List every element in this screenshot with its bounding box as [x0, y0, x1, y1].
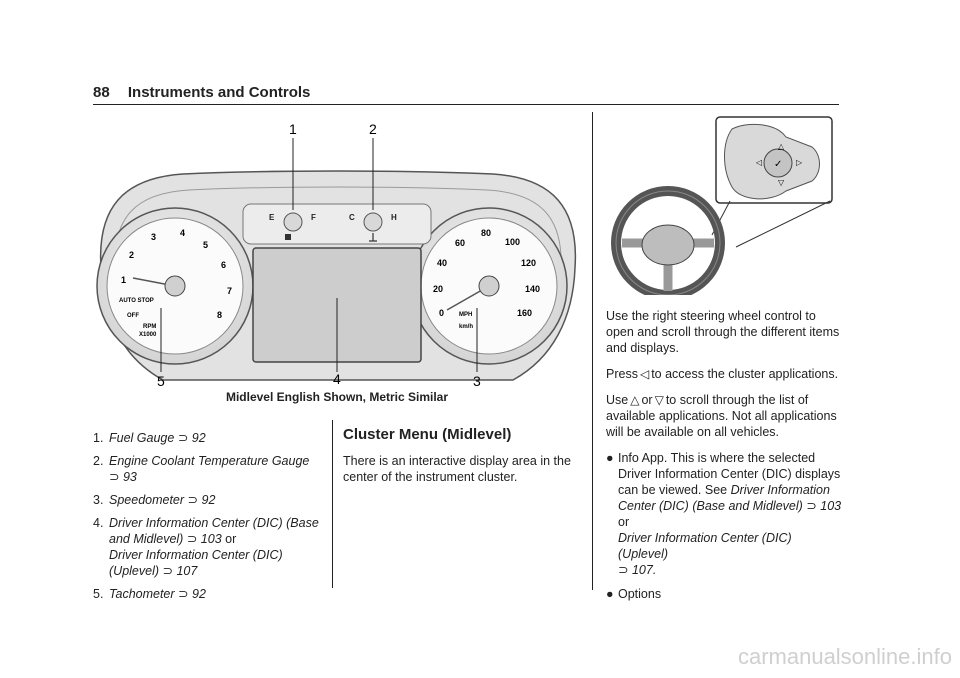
callout-3: 3 [473, 373, 481, 388]
section-body: There is an interactive display area in … [343, 454, 571, 484]
speed-tick: 40 [437, 258, 447, 268]
tach-tick: 6 [221, 260, 226, 270]
page-ref-icon: ⊃ [162, 564, 173, 578]
legend-link-speedometer[interactable]: Speedometer [109, 493, 185, 507]
speed-tick: 100 [505, 237, 520, 247]
list-item: ● Options [606, 587, 662, 601]
tach-tick: 8 [217, 310, 222, 320]
speed-tick: 160 [517, 308, 532, 318]
fuel-full-label: F [311, 213, 316, 222]
bullet-icon: ● [606, 587, 614, 601]
legend-link-tachometer[interactable]: Tachometer [109, 587, 175, 601]
instrument-cluster-illustration: E F C H 1 2 3 4 5 6 7 8 AUTO STOP OFF RP… [96, 121, 577, 388]
callout-2: 2 [369, 121, 377, 137]
speed-tick: 80 [481, 228, 491, 238]
callout-1: 1 [289, 121, 297, 137]
speed-tick: 120 [521, 258, 536, 268]
link-dic-uplevel[interactable]: Driver Information Center (DIC) (Uplevel… [618, 531, 792, 561]
tach-tick: 3 [151, 232, 156, 242]
fuel-empty-label: E [269, 213, 275, 222]
rpm-label: RPM [143, 324, 156, 330]
legend-link-dic-base[interactable]: Driver Information Center (DIC) (Base an… [109, 516, 319, 546]
x1000-label: X1000 [139, 332, 157, 338]
right-column: Use the right steering wheel control to … [606, 308, 842, 610]
scroll-paragraph: Use△or▽to scroll through the list of ava… [606, 393, 837, 439]
tach-tick: 5 [203, 240, 208, 250]
page-ref-icon: ⊃ [177, 431, 189, 445]
link-dic-base[interactable]: Driver Information Center (DIC) (Base an… [618, 483, 830, 513]
page-header: 88 Instruments and Controls [93, 84, 310, 101]
list-item: 4. Driver Information Center (DIC) (Base… [93, 516, 319, 578]
callout-4: 4 [333, 371, 341, 387]
list-item: 2. Engine Coolant Temperature Gauge⊃ 93 [93, 454, 310, 484]
column-divider-right [592, 112, 593, 590]
cluster-menu-section: Cluster Menu (Midlevel) There is an inte… [343, 426, 571, 485]
legend-link-fuel[interactable]: Fuel Gauge [109, 431, 175, 445]
tach-off-label: OFF [127, 313, 139, 319]
page-ref-icon: ⊃ [178, 587, 189, 601]
list-item: ● Info App. This is where the selected D… [606, 451, 842, 577]
section-title: Instruments and Controls [127, 84, 311, 101]
figure-caption: Midlevel English Shown, Metric Similar [225, 390, 449, 404]
page-ref-icon: ⊃ [109, 470, 120, 484]
page-ref-icon: ⊃ [187, 493, 199, 507]
figure-legend: 1. Fuel Gauge ⊃ 92 2. Engine Coolant Tem… [93, 430, 323, 609]
speed-tick: 20 [433, 284, 443, 294]
tach-tick: 7 [227, 286, 232, 296]
fuel-pump-icon [285, 234, 291, 240]
legend-link-coolant[interactable]: Engine Coolant Temperature Gauge [109, 454, 310, 468]
intro-paragraph: Use the right steering wheel control to … [606, 309, 840, 355]
page-ref-icon: ⊃ [806, 499, 817, 513]
watermark: carmanualsonline.info [737, 644, 952, 669]
left-arrow-button-icon: ◁ [639, 367, 650, 381]
left-arrow-icon: ◁ [755, 158, 762, 167]
list-item: 3. Speedometer ⊃ 92 [93, 493, 216, 507]
down-arrow-button-icon: ▽ [654, 393, 664, 407]
page-ref-icon: ⊃ [618, 563, 629, 577]
coolant-temp-icon [369, 233, 377, 242]
temp-cold-label: C [349, 213, 355, 222]
callout-5: 5 [157, 373, 165, 388]
press-paragraph: Press◁to access the cluster applications… [606, 367, 839, 381]
tach-tick: 4 [180, 228, 185, 238]
speed-tick: 60 [455, 238, 465, 248]
speed-tick: 0 [439, 308, 444, 318]
mph-label: MPH [459, 312, 472, 318]
page-ref-icon: ⊃ [186, 532, 198, 546]
applications-list: ● Info App. This is where the selected D… [606, 450, 842, 602]
right-arrow-icon: ▷ [796, 158, 803, 167]
page-number: 88 [93, 84, 110, 101]
column-divider [332, 420, 333, 588]
header-rule [93, 104, 839, 105]
section-heading: Cluster Menu (Midlevel) [343, 426, 512, 443]
steering-wheel-illustration: ✓ ◁ ▷ △ ▽ [611, 116, 833, 295]
speed-tick: 140 [525, 284, 540, 294]
tach-tick: 2 [129, 250, 134, 260]
auto-stop-label: AUTO STOP [119, 298, 154, 304]
list-item: 5. Tachometer ⊃ 92 [93, 587, 206, 601]
up-arrow-icon: △ [778, 142, 785, 151]
kmh-label: km/h [459, 324, 473, 330]
down-arrow-icon: ▽ [778, 178, 785, 187]
check-icon: ✓ [774, 159, 782, 170]
temp-hot-label: H [391, 213, 397, 222]
legend-link-dic-uplevel[interactable]: Driver Information Center (DIC) (Uplevel… [109, 548, 283, 578]
up-arrow-button-icon: △ [630, 393, 640, 407]
bullet-icon: ● [606, 451, 614, 465]
list-item: 1. Fuel Gauge ⊃ 92 [93, 431, 206, 445]
tach-tick: 1 [121, 275, 126, 285]
